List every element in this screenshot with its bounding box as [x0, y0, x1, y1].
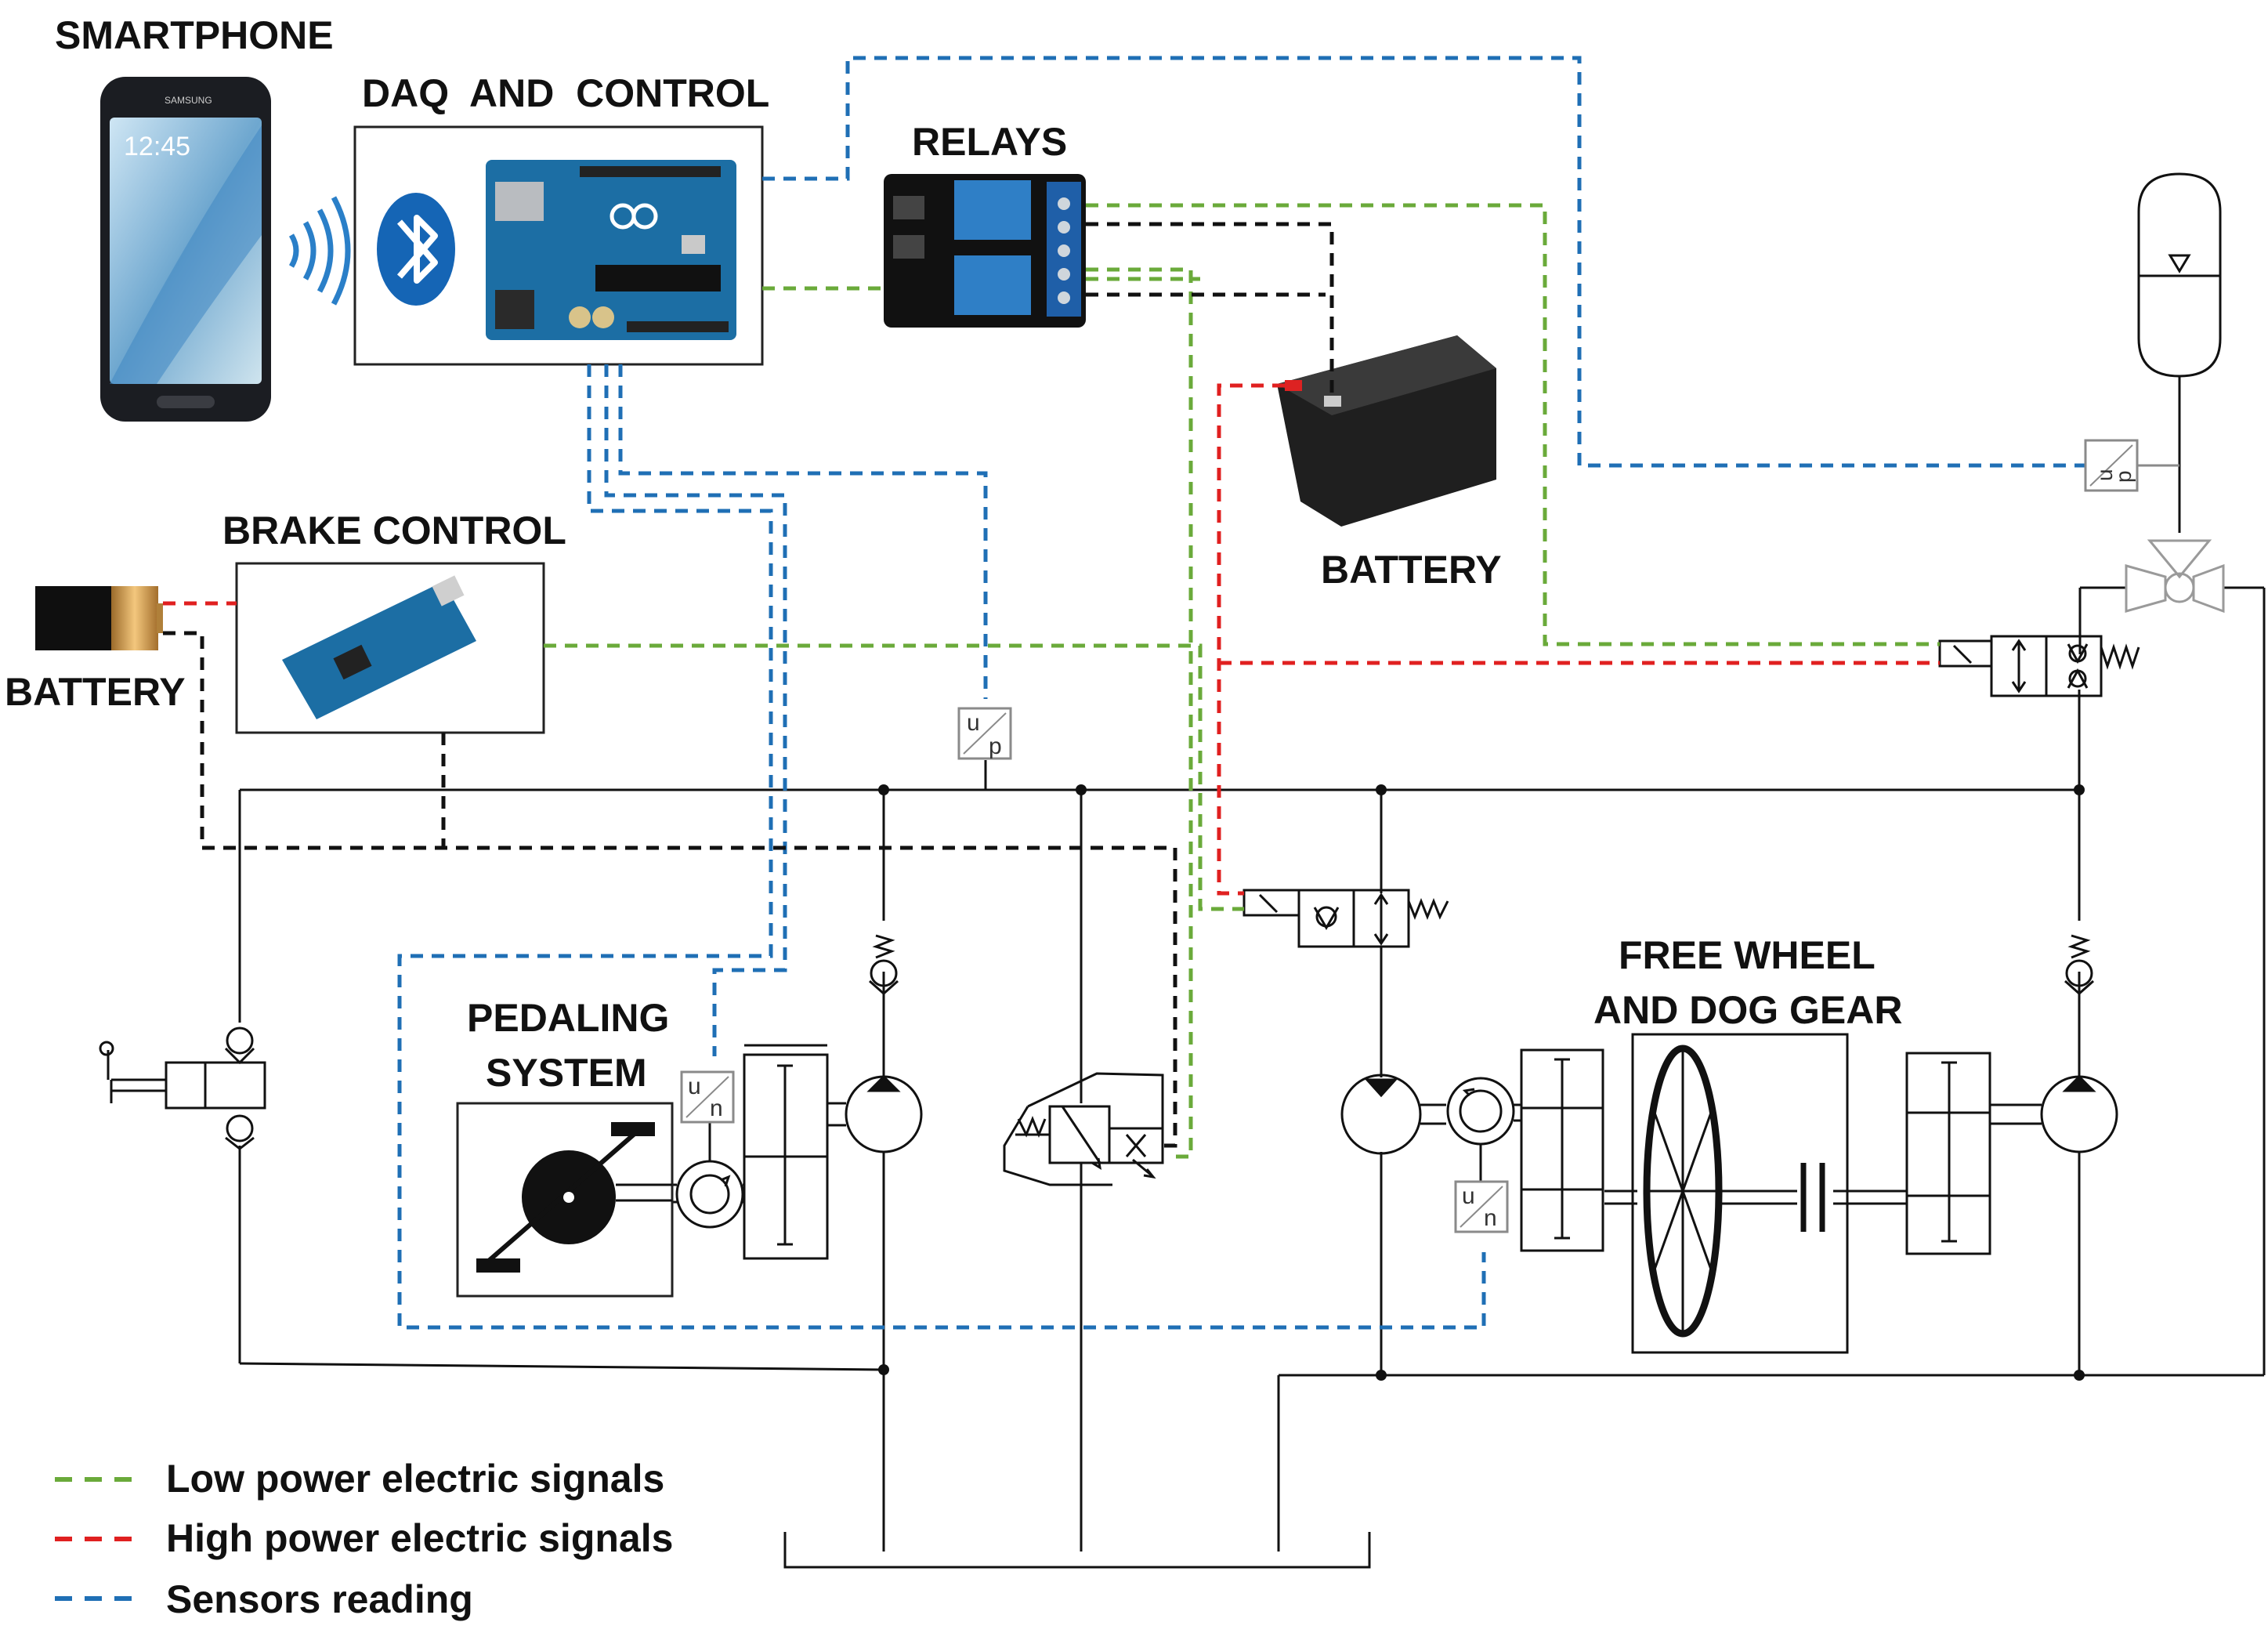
sensor-n-wheel: n — [1484, 1205, 1497, 1231]
sensor-p-main: p — [989, 733, 1002, 759]
label-smartphone: SMARTPHONE — [55, 13, 334, 57]
label-daq: DAQ AND CONTROL — [362, 71, 769, 115]
high-power-lines — [163, 383, 1940, 896]
solenoid-valve-middle — [1243, 889, 1449, 948]
relay-board-icon — [884, 174, 1086, 328]
solenoid-valve-right — [1938, 635, 2140, 697]
label-battery-small: BATTERY — [5, 670, 186, 714]
legend-label-low-power: Low power electric signals — [166, 1457, 664, 1501]
motor-2 — [1340, 1074, 1446, 1155]
pump-1 — [827, 934, 923, 1153]
label-freewheel-1: FREE WHEEL — [1619, 933, 1876, 977]
sensor-u-main: u — [967, 710, 980, 736]
accumulator-valve — [2125, 539, 2225, 614]
sensor-lines — [397, 56, 2085, 1330]
speed-sensor-pedal: u n — [680, 1070, 735, 1124]
sensor-u-wheel: u — [1462, 1183, 1475, 1209]
legend-label-high-power: High power electric signals — [166, 1516, 673, 1560]
hydraulic-lines — [238, 586, 2266, 1569]
legend-label-sensors: Sensors reading — [166, 1577, 473, 1621]
label-pedaling-2: SYSTEM — [486, 1051, 647, 1095]
bluetooth-icon — [377, 193, 455, 306]
label-battery-main: BATTERY — [1321, 548, 1502, 592]
legend-item-low-power: Low power electric signals — [55, 1457, 664, 1501]
pump-3 — [2040, 934, 2118, 1153]
gearbox-3 — [1905, 1052, 2042, 1255]
arduino-micro-icon — [282, 575, 476, 719]
proportional-relief-valve — [1003, 1072, 1164, 1208]
gearbox-2 — [1520, 1048, 1604, 1252]
sensor-n-pedal: n — [710, 1095, 723, 1121]
legend: Low power electric signals High power el… — [55, 1457, 673, 1621]
arduino-board-icon — [486, 160, 736, 340]
ground-lines — [163, 222, 1334, 1148]
sensor-u-top: u — [2093, 469, 2117, 481]
free-wheel-box — [1631, 1033, 1849, 1354]
phone-time: 12:45 — [124, 132, 190, 161]
label-freewheel-2: AND DOG GEAR — [1593, 988, 1902, 1032]
low-power-lines — [544, 203, 1940, 1159]
legend-item-sensors: Sensors reading — [55, 1577, 473, 1621]
sensor-u-pedal: u — [688, 1074, 701, 1099]
smartphone: 12:45 SAMSUNG — [100, 77, 271, 422]
sensor-p-top: p — [2111, 470, 2136, 483]
rotation-sensor-2 — [1446, 1077, 1521, 1182]
wifi-waves-icon — [288, 196, 351, 306]
junction-dots — [878, 784, 2085, 1381]
accumulator-icon — [2137, 172, 2222, 533]
gearbox-1 — [743, 1044, 829, 1260]
label-relays: RELAYS — [912, 120, 1067, 164]
brake-cylinder — [99, 1027, 266, 1150]
pressure-sensor-top: u p — [2084, 439, 2179, 492]
pedaling-system-box — [456, 1102, 674, 1298]
battery-icon — [1277, 335, 1496, 527]
pressure-sensor-main: u p — [957, 707, 1012, 760]
label-pedaling-1: PEDALING — [467, 996, 669, 1040]
speed-sensor-wheel: u n — [1454, 1180, 1509, 1233]
rotation-sensor-1 — [672, 1121, 744, 1229]
small-battery-icon — [35, 586, 163, 650]
label-brake-control: BRAKE CONTROL — [222, 509, 566, 552]
phone-brand: SAMSUNG — [165, 95, 212, 106]
legend-item-high-power: High power electric signals — [55, 1516, 673, 1560]
